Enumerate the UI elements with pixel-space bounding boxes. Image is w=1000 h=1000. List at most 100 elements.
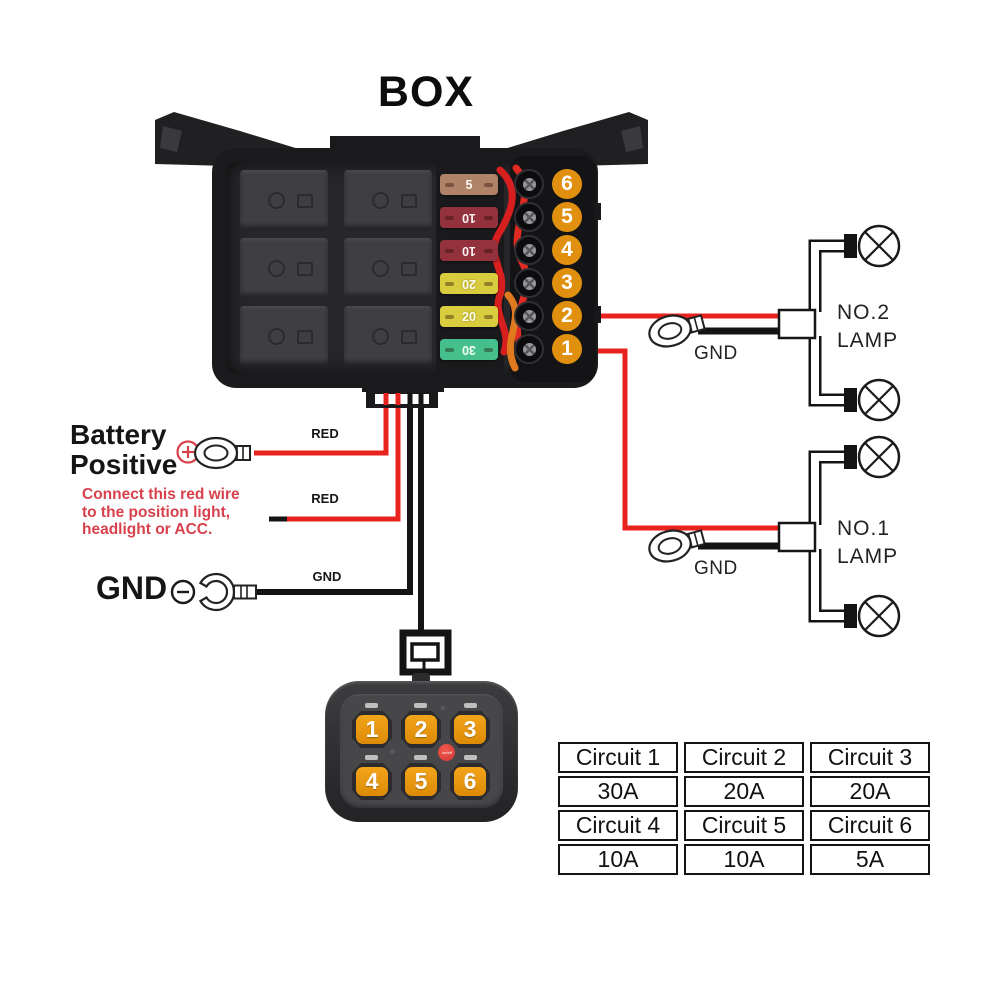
relay [344, 306, 432, 366]
indicator-slot [414, 755, 427, 760]
power-button: on/off [438, 744, 455, 761]
table-cell: 10A [684, 844, 804, 875]
table-row: Circuit 1 Circuit 2 Circuit 3 [558, 742, 930, 773]
switch-button-6: 6 [454, 767, 486, 796]
lamp-icon [857, 435, 901, 479]
table-cell: Circuit 3 [810, 742, 930, 773]
fuse-value: 20 [462, 309, 476, 324]
panel-dot [390, 749, 395, 754]
gnd-label-circuit2: GND [694, 343, 738, 364]
switch-button-2: 2 [405, 715, 437, 744]
circuit2-label: NO.2 LAMP [837, 299, 898, 355]
table-cell: Circuit 5 [684, 810, 804, 841]
relay [344, 170, 432, 230]
acc-note-line3: headlight or ACC. [82, 521, 213, 538]
diagram-title: BOX [377, 68, 475, 116]
circuit1-name: NO.1 [837, 517, 891, 540]
plus-icon [176, 440, 200, 464]
relay [344, 238, 432, 298]
ring-terminal-battery [193, 436, 252, 470]
table-cell: Circuit 4 [558, 810, 678, 841]
indicator-slot [464, 755, 477, 760]
open-ring-terminal-gnd [198, 572, 257, 612]
lamp-icon [857, 378, 901, 422]
acc-note: Connect this red wire to the position li… [82, 486, 240, 539]
fuse-20a: 20 [440, 306, 498, 327]
switch-button-4: 4 [356, 767, 388, 796]
battery-label-line2: Positive [70, 449, 178, 480]
fuse-10a: 10 [440, 207, 498, 228]
circuit1-label: NO.1 LAMP [837, 515, 898, 571]
circuit1-fork [777, 445, 857, 628]
table-cell: Circuit 1 [558, 742, 678, 773]
fuse-30a: 30 [440, 339, 498, 360]
table-row: 30A 20A 20A [558, 776, 930, 807]
wire-gnd-left [254, 393, 413, 595]
wire-red-battery [254, 393, 389, 456]
table-row: 10A 10A 5A [558, 844, 930, 875]
gnd-label-circuit1: GND [694, 558, 738, 579]
table-cell: 20A [810, 776, 930, 807]
wire-label-red-top: RED [311, 426, 339, 441]
table-cell: Circuit 2 [684, 742, 804, 773]
screw-terminal [514, 268, 544, 298]
panel-dot [441, 706, 445, 710]
fuse-10a: 10 [440, 240, 498, 261]
fuse-5a: 5 [440, 174, 498, 195]
switch-button-5: 5 [405, 767, 437, 796]
relay [240, 238, 328, 298]
terminal-number-2: 2 [552, 301, 582, 331]
fuse-value: 20 [462, 276, 476, 291]
terminal-number-1: 1 [552, 334, 582, 364]
circuit2-name: NO.2 [837, 301, 891, 324]
lamp-icon [857, 594, 901, 638]
screw-terminal [514, 202, 544, 232]
screw-terminal [514, 235, 544, 265]
fuse-20a: 20 [440, 273, 498, 294]
acc-note-line2: to the position light, [82, 503, 231, 521]
power-button-label: on/off [441, 750, 452, 755]
table-cell: 5A [810, 844, 930, 875]
switch-button-3: 3 [454, 715, 486, 744]
circuit2-type: LAMP [837, 329, 899, 352]
indicator-slot [365, 755, 378, 760]
circuit1-type: LAMP [837, 545, 899, 568]
relay [240, 170, 328, 230]
battery-positive-label: Battery Positive [70, 420, 177, 480]
gnd-label-left: GND [96, 570, 168, 606]
panel-connector [399, 629, 452, 676]
table-row: Circuit 4 Circuit 5 Circuit 6 [558, 810, 930, 841]
screw-terminal [514, 301, 544, 331]
wire-red-acc [287, 393, 401, 522]
indicator-slot [414, 703, 427, 708]
circuit2-fork [777, 234, 857, 412]
fuse-value: 10 [462, 243, 476, 258]
table-cell: 10A [558, 844, 678, 875]
screw-terminal [514, 169, 544, 199]
wire-label-red-bottom: RED [311, 491, 339, 506]
fuse-value: 5 [465, 177, 473, 192]
battery-label-line1: Battery [70, 419, 167, 450]
lamp-icon [857, 224, 901, 268]
screw-terminal [514, 334, 544, 364]
table-cell: Circuit 6 [810, 810, 930, 841]
terminal-number-4: 4 [552, 235, 582, 265]
box-side-tab [594, 203, 601, 220]
indicator-slot [464, 703, 477, 708]
terminal-number-5: 5 [552, 202, 582, 232]
table-cell: 20A [684, 776, 804, 807]
circuit-spec-table: Circuit 1 Circuit 2 Circuit 3 30A 20A 20… [552, 739, 936, 878]
relay [240, 306, 328, 366]
terminal-number-3: 3 [552, 268, 582, 298]
switch-button-1: 1 [356, 715, 388, 744]
fuse-value: 10 [462, 210, 476, 225]
terminal-number-6: 6 [552, 169, 582, 199]
wire-label-gnd: GND [312, 569, 342, 584]
table-cell: 30A [558, 776, 678, 807]
fuse-value: 30 [462, 342, 476, 357]
minus-icon [170, 579, 196, 605]
acc-note-line1: Connect this red wire [82, 486, 240, 503]
box-side-tab [594, 306, 601, 323]
indicator-slot [365, 703, 378, 708]
